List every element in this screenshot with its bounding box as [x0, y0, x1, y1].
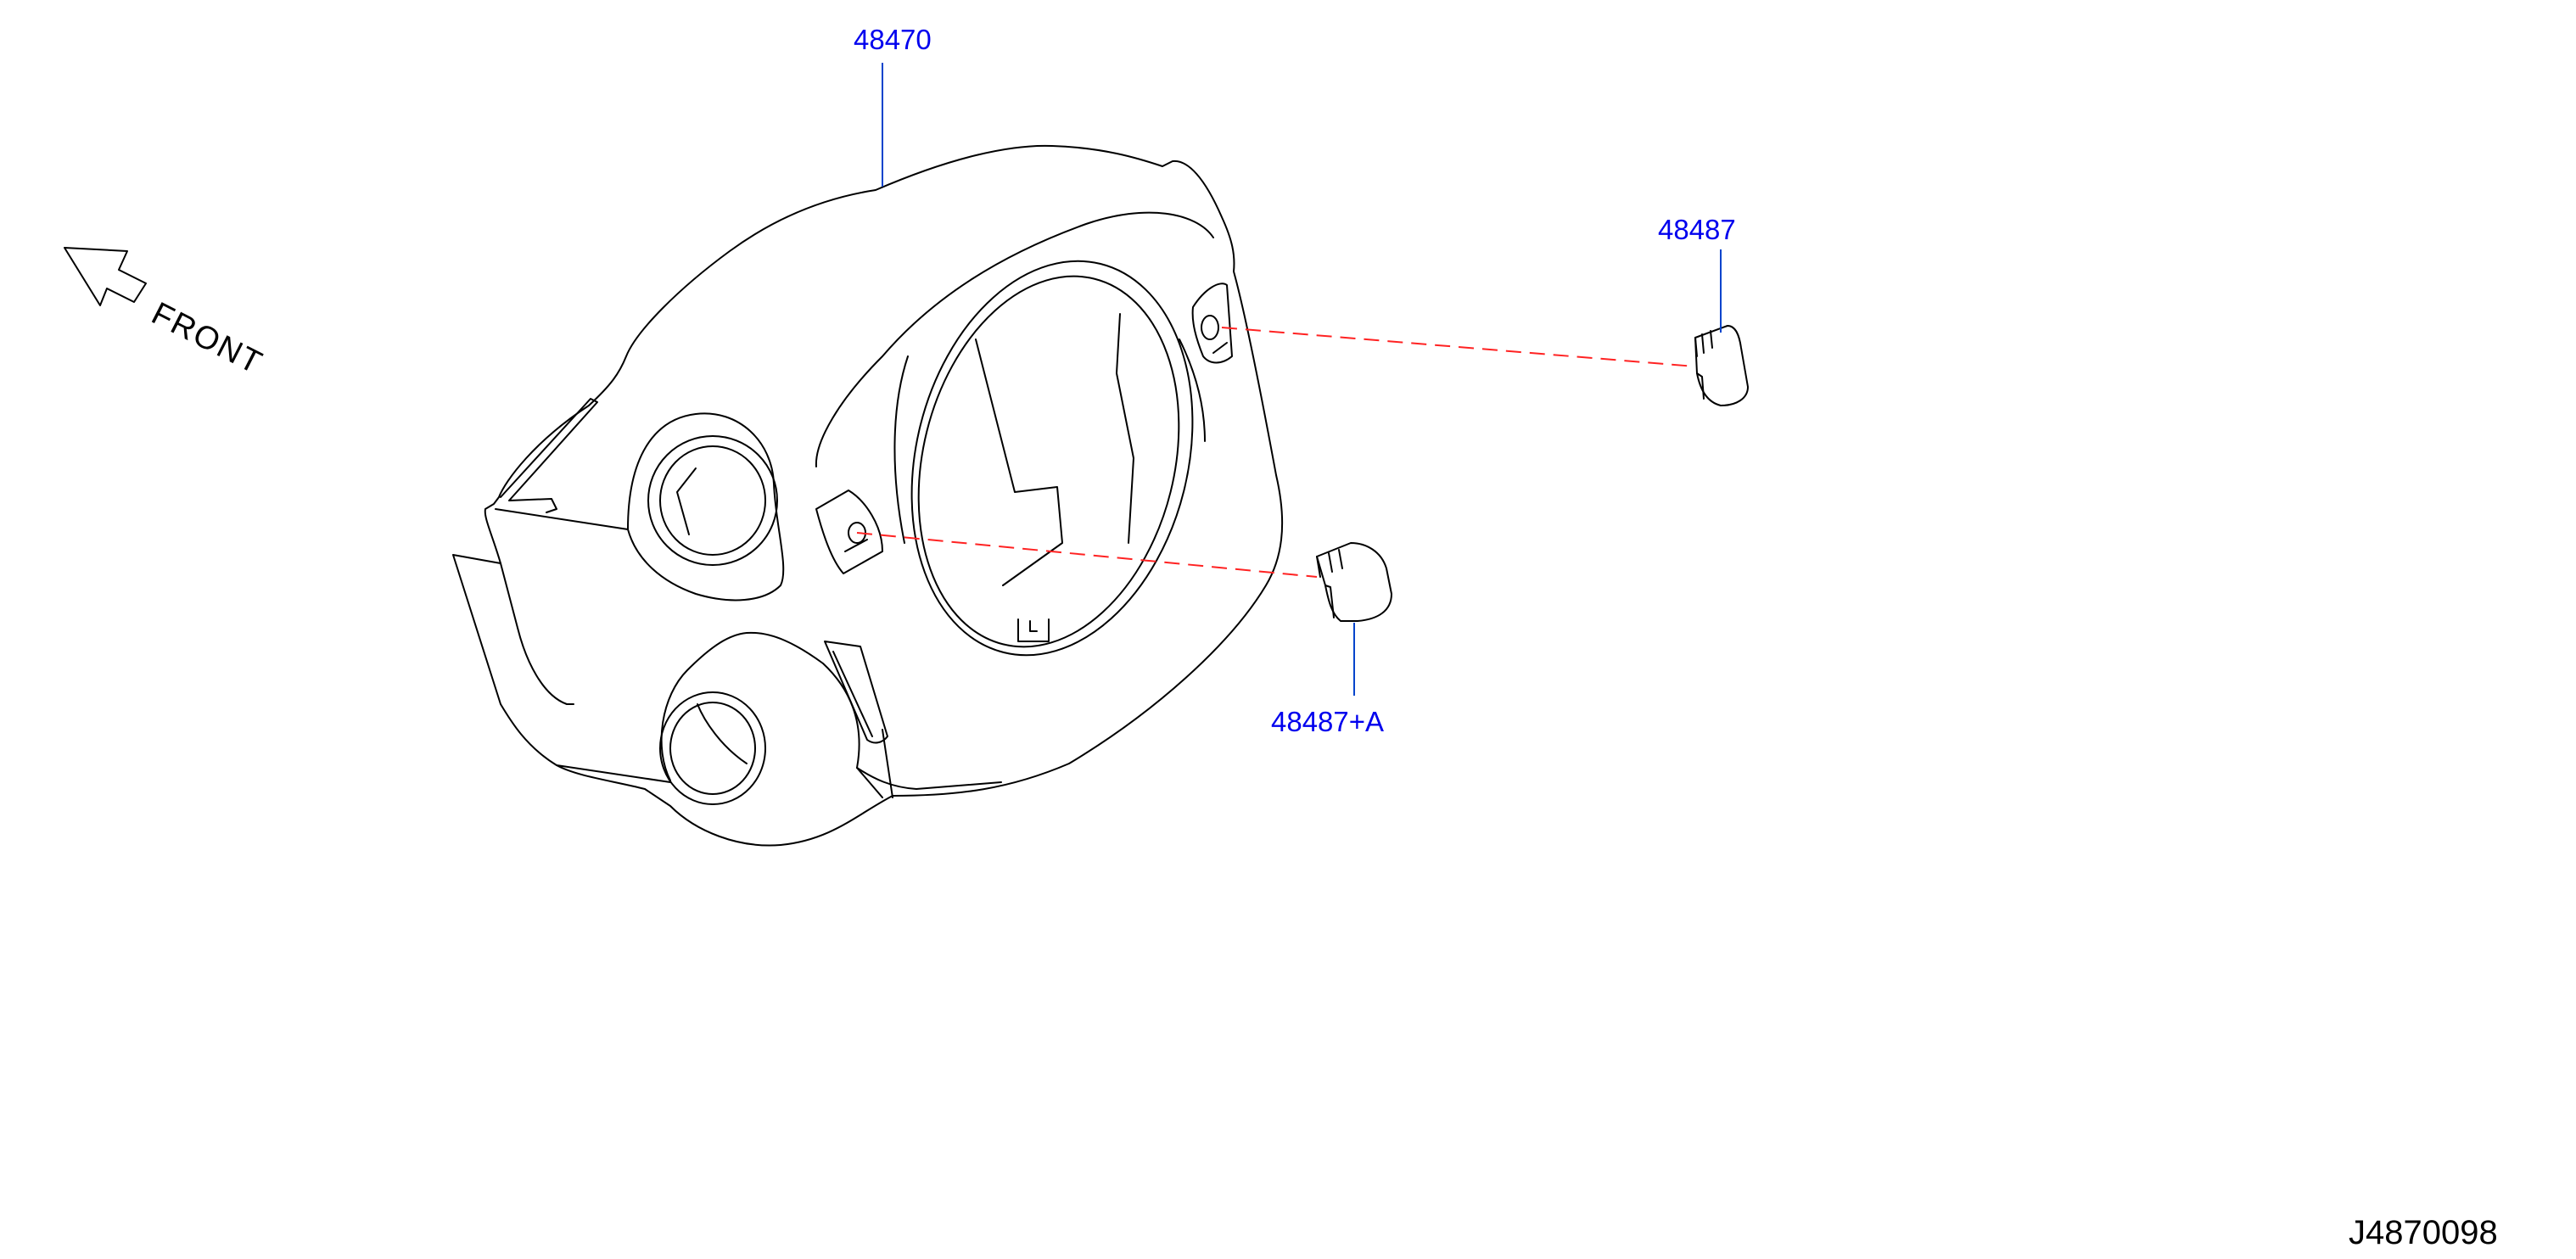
right-cap-mount — [1191, 283, 1233, 364]
cover-bottom-edge — [556, 764, 1002, 790]
lower-slot — [824, 641, 888, 744]
cover-upper-ridge — [815, 211, 1214, 467]
assembly-line-upper — [1221, 327, 1696, 367]
diagram-code: J4870098 — [2349, 1214, 2498, 1251]
meter-cluster-opening — [893, 260, 1206, 657]
cap-48487-a — [1316, 542, 1392, 622]
cap-48487 — [1694, 325, 1749, 406]
callout-48487: 48487 — [1658, 214, 1736, 245]
front-arrow-icon — [64, 247, 147, 306]
left-cap-mount — [815, 490, 883, 574]
steering-column-cover-48470 — [452, 144, 1284, 847]
assembly-line-lower — [856, 532, 1318, 578]
front-label: FRONT — [146, 296, 269, 382]
cover-outer-outline — [452, 144, 1284, 847]
callout-48487-a: 48487+A — [1271, 706, 1384, 737]
left-gauge-opening — [627, 412, 785, 602]
callout-48470: 48470 — [854, 24, 932, 55]
front-indicator: FRONT — [64, 247, 269, 382]
lower-slot-edge — [856, 729, 893, 798]
lower-ignition-opening — [659, 631, 860, 805]
cover-left-lower-panel — [500, 562, 574, 705]
cover-left-flange — [495, 398, 629, 530]
